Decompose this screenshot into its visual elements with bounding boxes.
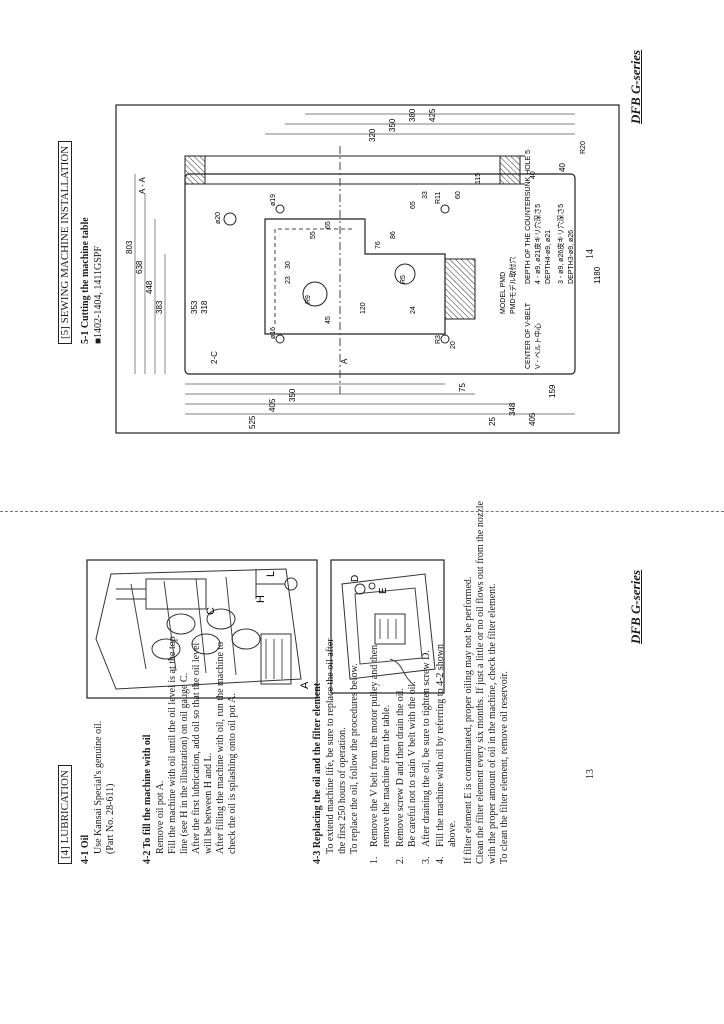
drawing-note: 4 - ø9, ø21皮キリ穴深さ5 bbox=[533, 204, 542, 284]
label-a: A bbox=[299, 681, 311, 689]
section-mark: A - A bbox=[138, 176, 147, 194]
label-c: C bbox=[205, 607, 217, 615]
dim-text: 86 bbox=[390, 231, 397, 239]
oil-line: (Part No. 28-611) bbox=[105, 783, 116, 854]
dim-text: 55 bbox=[310, 231, 317, 239]
replace-heading: 4-3 Replacing the oil and the filter ele… bbox=[312, 682, 323, 864]
diam-label: ø20 bbox=[215, 212, 222, 224]
table-cutting-drawing: 803 638 448 383 353 318 2-C 525 405 350 … bbox=[115, 104, 620, 434]
replace-line: the first 250 hours of operation. bbox=[337, 727, 348, 854]
dim-text: 348 bbox=[508, 402, 517, 416]
diam-label: ø16 bbox=[270, 327, 277, 339]
dim-text: 350 bbox=[288, 388, 297, 402]
dim-text: 75 bbox=[458, 383, 467, 392]
dim-text: 23 bbox=[285, 276, 292, 284]
step-line: remove the machine from the table. bbox=[381, 704, 392, 847]
fill-line: line (see H in the illustration) on oil … bbox=[179, 672, 190, 854]
lubrication-illustration: A C H L bbox=[86, 559, 318, 699]
diam-label: R11 bbox=[435, 192, 442, 204]
label-l: L bbox=[265, 571, 277, 577]
dim-text: 318 bbox=[200, 300, 209, 314]
dim-text: 159 bbox=[548, 384, 557, 398]
step-line: above. bbox=[447, 820, 458, 847]
dim-text: 25 bbox=[488, 417, 497, 426]
dim-text: 638 bbox=[135, 260, 144, 274]
dim-text: 24 bbox=[410, 306, 417, 314]
dim-text: 380 bbox=[408, 108, 417, 122]
drawing-note: DEPTH3-ø9, ø26 bbox=[568, 230, 575, 284]
dim-text: 65 bbox=[325, 221, 332, 229]
drawing-note: 3 - ø9, ø26皮キリ穴深さ5 bbox=[556, 204, 565, 284]
dim-text: 320 bbox=[368, 128, 377, 142]
diam-label: R5 bbox=[400, 275, 407, 284]
cut-heading: 5-1 Cutting the machine table bbox=[80, 217, 91, 344]
label-e: E bbox=[378, 587, 389, 594]
fill-heading: 4-2 To fill the machine with oil bbox=[142, 734, 153, 864]
dim-text: 45 bbox=[325, 316, 332, 324]
drawing-note: DEPTH4-ø9, ø21 bbox=[545, 230, 552, 284]
step-number: 1. bbox=[369, 856, 380, 865]
dim-text: 803 bbox=[125, 240, 134, 254]
step-number: 4. bbox=[435, 856, 446, 865]
series-title: DFB G-series bbox=[628, 49, 643, 124]
filter-line: If filter element E is contaminated, pro… bbox=[463, 576, 474, 864]
page-divider bbox=[0, 511, 724, 512]
dim-text: 405 bbox=[268, 398, 277, 412]
dim-text: 20 bbox=[450, 341, 457, 349]
dim-text: 40 bbox=[558, 163, 567, 172]
dim-text: 30 bbox=[285, 261, 292, 269]
diam-label: R9 bbox=[305, 295, 312, 304]
fill-line: Remove oil pot A. bbox=[155, 780, 166, 854]
step-line: Remove screw D and then drain the oil. bbox=[395, 688, 406, 847]
drawing-note: PMDモデル取付穴 bbox=[508, 256, 517, 314]
oil-heading: 4-1 Oil bbox=[80, 834, 91, 864]
dim-text: 40 bbox=[530, 171, 537, 179]
dim-text: 76 bbox=[375, 241, 382, 249]
diam-label: R20 bbox=[580, 141, 587, 154]
dim-text: 60 bbox=[455, 191, 462, 199]
step-number: 2. bbox=[395, 856, 406, 865]
dim-text: 350 bbox=[388, 118, 397, 132]
dim-text: 120 bbox=[360, 302, 367, 314]
drawing-note: MODEL PMD bbox=[500, 272, 507, 314]
diam-label: R3 bbox=[435, 335, 442, 344]
step-number: 3. bbox=[421, 856, 432, 865]
label-d: D bbox=[350, 575, 361, 582]
filter-line: with the proper amount of oil in the mac… bbox=[487, 583, 498, 864]
dim-text: 2-C bbox=[210, 351, 219, 364]
filter-illustration: D E bbox=[330, 559, 445, 694]
arrow-label: A bbox=[340, 358, 349, 364]
dim-text: 383 bbox=[155, 300, 164, 314]
dim-text: 33 bbox=[422, 191, 429, 199]
filter-line: Clean the filter element every six month… bbox=[475, 501, 486, 864]
label-h: H bbox=[255, 595, 267, 603]
dim-text: 525 bbox=[248, 415, 257, 429]
drawing-note: DEPTH OF THE COUNTERSUNK HOLE 5 bbox=[525, 150, 532, 284]
dim-text: 353 bbox=[190, 300, 199, 314]
page-number: 13 bbox=[585, 769, 596, 779]
oil-line: Use Kansai Special's genuine oil. bbox=[93, 720, 104, 854]
dim-text: 115 bbox=[475, 173, 482, 184]
dim-text: 448 bbox=[145, 280, 154, 294]
diam-label: ø19 bbox=[270, 194, 277, 206]
drawing-note: CENTER OF V-BELT bbox=[525, 302, 532, 369]
fill-line: check the oil is splashing onto oil pot … bbox=[227, 693, 238, 854]
section-heading-installation: [5] SEWING MACHINE INSTALLATION bbox=[58, 140, 72, 344]
dim-text: 65 bbox=[410, 201, 417, 209]
section-heading-lubrication: [4] LUBRICATION bbox=[58, 765, 72, 864]
step-line: Be careful not to stain V belt with the … bbox=[407, 681, 418, 847]
model-line: ■1402-1404, 1411GSPF bbox=[93, 246, 104, 344]
filter-line: To clean the filter element, remove oil … bbox=[499, 671, 510, 864]
dim-text: 1180 bbox=[593, 266, 602, 284]
fill-line: will be between H and L. bbox=[203, 752, 214, 854]
dim-text: 425 bbox=[428, 108, 437, 122]
dim-text: 405 bbox=[528, 412, 537, 426]
series-title: DFB G-series bbox=[628, 569, 643, 644]
drawing-note: V - ベルト中心 bbox=[533, 323, 542, 369]
